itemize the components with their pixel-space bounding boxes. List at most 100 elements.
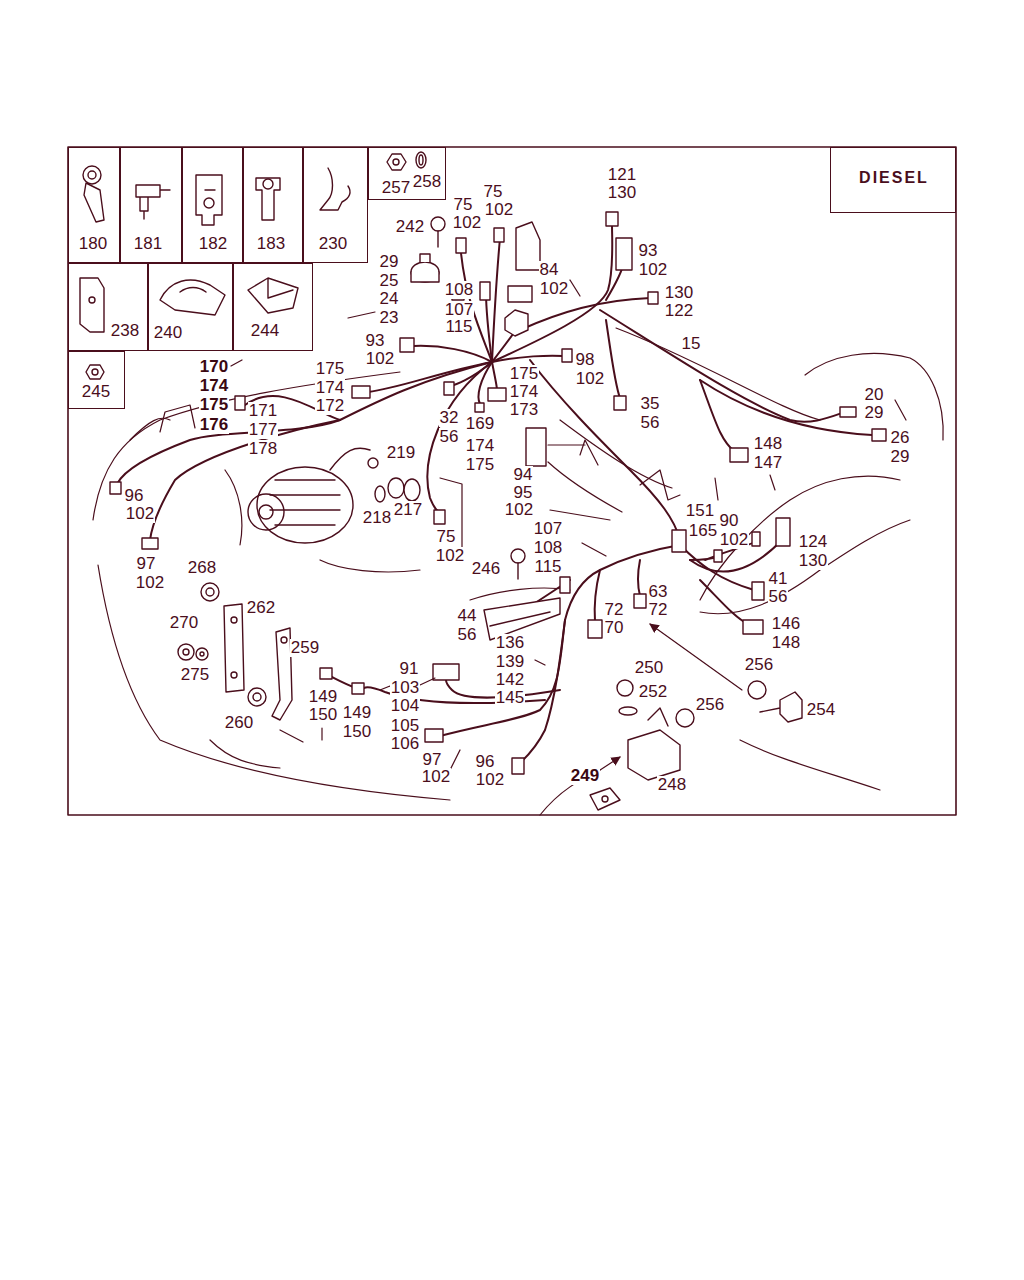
callout-number: 56 [439,428,460,446]
callout-number: 41 [768,570,789,588]
callout-number: 63 [648,583,669,601]
engine-bay-outline-path [160,405,195,432]
connectors-rect [730,448,748,462]
inset-box: 182 [182,147,243,263]
alternator-circle [259,505,273,519]
callout-number: 102 [504,501,534,519]
callout-number: 105 [390,717,420,735]
callout-number: 174 [509,383,539,401]
callout-number: 122 [664,302,694,320]
small-parts-ellipse [388,478,404,498]
inset-parts-ellipse [419,155,423,165]
connectors-rect [320,668,332,679]
callout-number: 124 [798,533,828,551]
callout-number: 254 [806,701,836,719]
callout-number: 25 [379,272,400,290]
callout-number: 91 [399,660,420,678]
engine-bay-outline-path [640,470,680,500]
callout-number: 70 [604,619,625,637]
callout-number: 175 [465,456,495,474]
callout-number: 262 [246,599,276,617]
callout-number: 260 [224,714,254,732]
wiring-harness [117,224,872,764]
inset-parts [80,152,426,379]
callout-number: 106 [390,735,420,753]
wiring-harness-path [492,238,500,362]
callout-number: 15 [681,335,702,353]
callout-number: 23 [379,309,400,327]
callout-number: 102 [484,201,514,219]
small-parts-path [437,231,438,247]
callout-number: 256 [744,656,774,674]
part-number: 257 [381,179,411,197]
engine-bay-outline-path [580,440,598,465]
leader-lines-path [321,728,322,740]
part-number: 230 [318,235,348,253]
callout-number: 96 [475,753,496,771]
callout-number: 242 [395,218,425,236]
frame [68,147,956,815]
connectors-rect [475,403,484,412]
small-parts-path [517,563,518,579]
callout-number: 56 [768,588,789,606]
callout-number: 108 [533,539,563,557]
connectors-rect [512,758,524,774]
connectors-rect [480,282,490,300]
connectors-rect [434,510,445,524]
callout-number: 130 [607,184,637,202]
inset-box: 181 [120,147,182,263]
leader-lines-path [280,730,303,742]
inset-parts-polygon [86,365,104,379]
callout-number: 175 [315,360,345,378]
callout-number: 102 [365,350,395,368]
callout-number: 178 [248,440,278,458]
wiring-harness-path [595,570,600,622]
engine-bay-outline-path [700,520,910,614]
callout-number: 130 [798,552,828,570]
small-parts-circle [253,693,261,701]
callout-number: 175 [509,365,539,383]
callout-number: 104 [390,697,420,715]
connectors-rect [400,338,414,352]
wiring-harness-path [117,362,492,484]
connectors-rect [352,386,370,398]
callout-number: 44 [457,607,478,625]
callout-number: 218 [362,509,392,527]
connectors-rect [352,683,364,694]
small-parts-circle [617,680,633,696]
callout-number: 130 [664,284,694,302]
callout-number: 102 [421,768,451,786]
callout-number: 151 [685,502,715,520]
engine-bay-outline-path [740,740,880,790]
wiring-harness-path [700,380,872,435]
callout-number: 259 [290,639,320,657]
connectors-rect [508,286,532,302]
leader-lines-path [535,660,545,665]
connectors [110,212,886,774]
callout-number: 142 [495,671,525,689]
leader-lines-path [420,678,435,685]
connectors-rect [648,292,658,304]
callout-number: 90 [719,512,740,530]
leader-lines-path [380,686,390,690]
small-parts-circle [231,617,237,623]
small-parts-ellipse [375,486,385,502]
callout-number: 32 [439,409,460,427]
small-parts-circle [281,637,287,643]
inset-parts-path [256,178,280,220]
small-parts-circle [248,688,266,706]
wiring-harness-path [440,545,680,736]
callout-number: 115 [444,318,473,336]
connectors-rect [142,538,158,549]
connectors-path [490,612,550,626]
callout-number: 102 [638,261,668,279]
callout-number: 94 [513,466,534,484]
part-number: 244 [250,322,280,340]
callout-number: 103 [390,679,420,697]
callout-number: 165 [688,522,718,540]
inset-box: 180 [68,147,120,263]
connectors-rect [444,382,454,395]
callout-number: 121 [607,166,637,184]
wiring-harness-path [530,360,680,540]
